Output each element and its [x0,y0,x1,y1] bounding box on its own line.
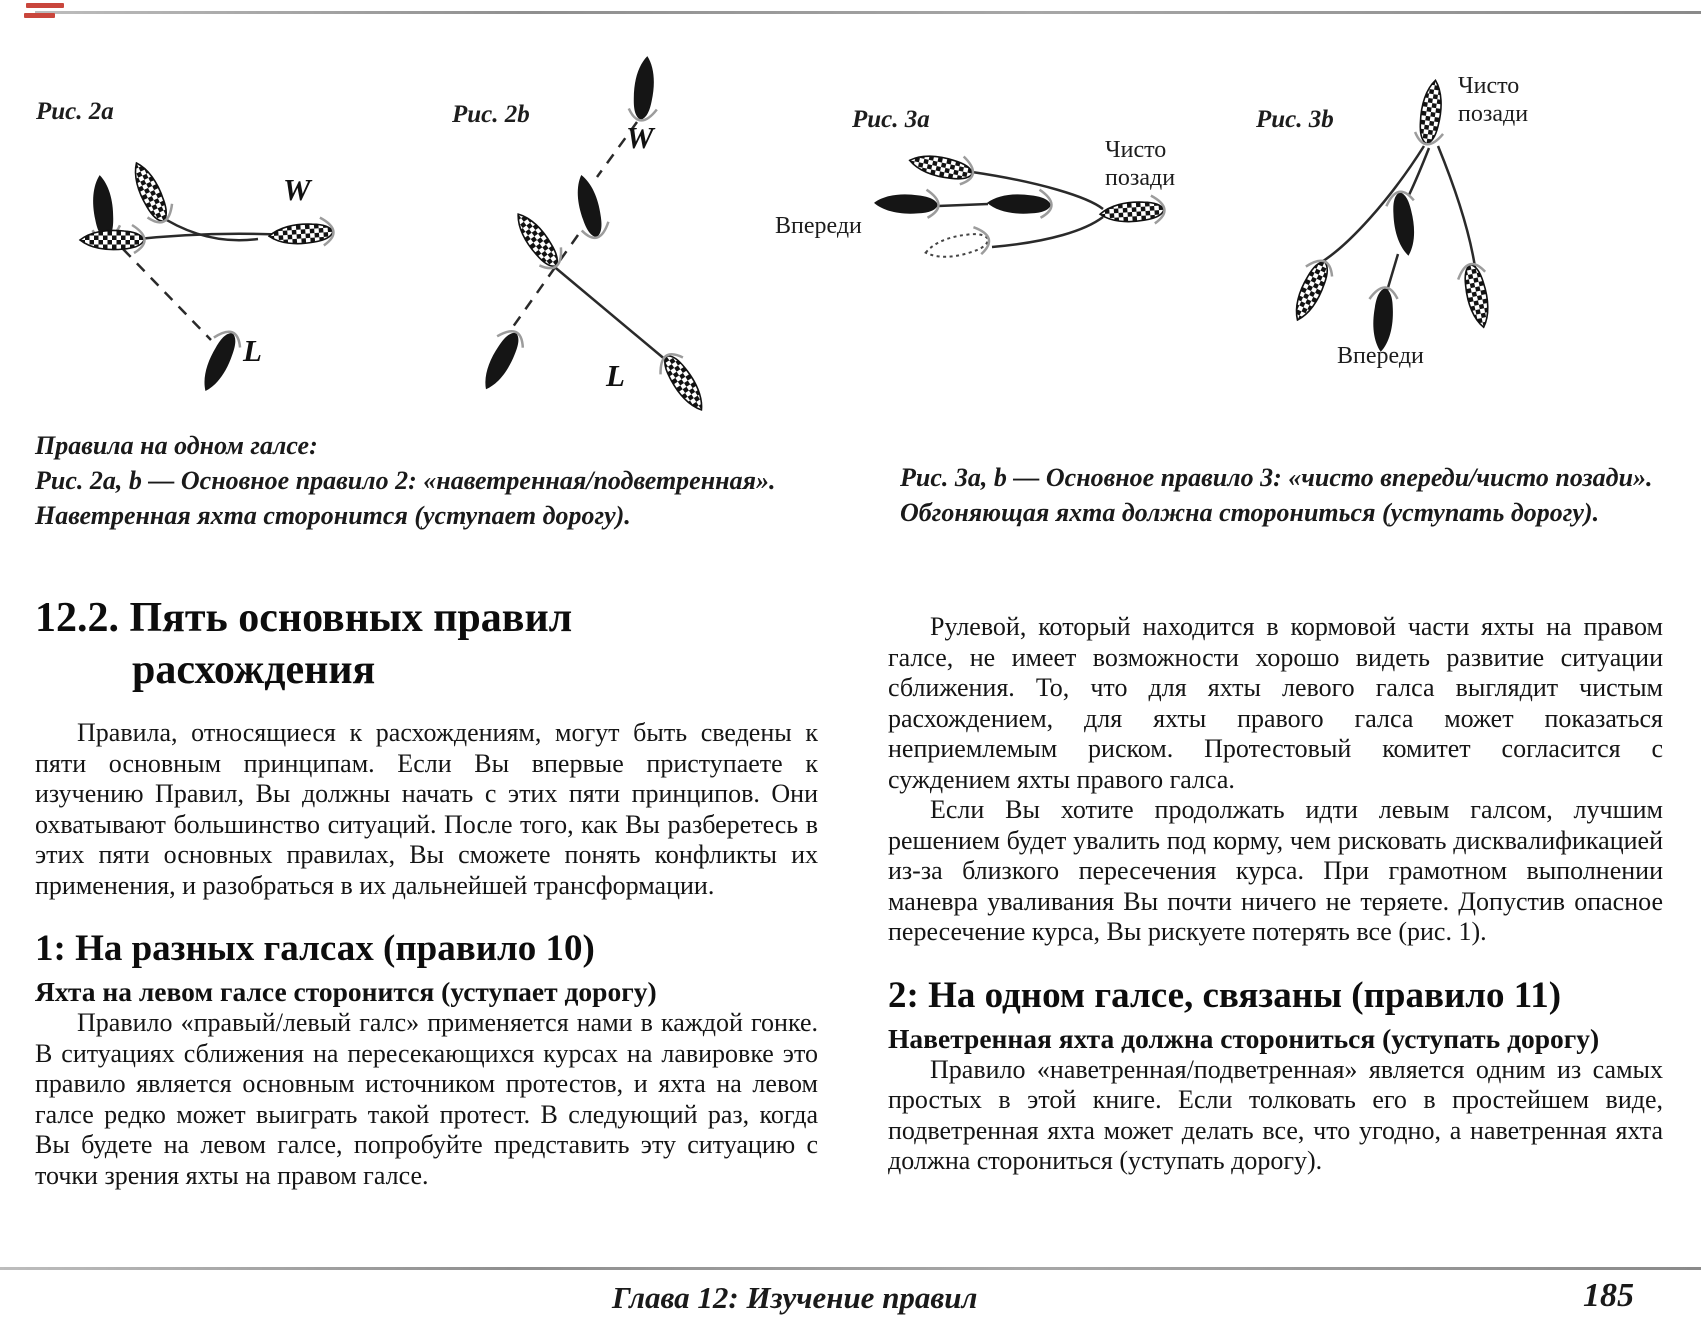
fig3b-mid-curve-lower [1385,253,1400,292]
figures-canvas [79,55,1494,416]
fig3a-label: Рис. 3a [852,106,930,133]
fig3a-boat-solid-left [873,188,941,220]
fig2b-boat-windward [626,55,659,124]
fig2a-windward-label: W [283,172,311,207]
fig3a-boat-checkered-top [906,150,978,188]
caption-fig3-line1: Рис. 3a, b — Основное правило 3: «чисто … [900,463,1653,492]
fig3a-boat-ghost [922,223,993,264]
fig3a-upper-curve [971,170,1104,210]
fig2a-boat-checkered-top [126,158,179,229]
footer-page-number: 185 [1583,1277,1634,1314]
fig3a-diagram [873,150,1167,264]
fig3a-ahead-label: Впереди [775,213,862,239]
fig2a-course-line [127,232,288,242]
helmsman-paragraph: Рулевой, который находится в кормовой ча… [888,612,1663,794]
fig3b-label: Рис. 3b [1256,106,1334,133]
red-mark [24,13,55,18]
fig3b-right-curve [1436,145,1477,268]
fig2b-leeward-label: L [606,358,625,393]
red-mark [26,3,64,8]
fig3b-ahead-label: Впереди [1337,343,1424,369]
footer-divider [0,1267,1701,1270]
fig2b-windward-label: W [626,120,654,155]
footer-chapter-title: Глава 12: Изучение правил [612,1280,978,1315]
caption-fig2: Правила на одном галсе: Рис. 2a, b — Осн… [35,428,805,533]
fig3b-boat-checkered-left [1287,253,1338,325]
fig2b-boat-checkered-mid [509,207,570,276]
rule11-paragraph: Правило «наветренная/подветренная» являе… [888,1054,1663,1176]
fig2b-diagram [477,55,711,416]
rule11-lead: Наветренная яхта должна сторониться (уст… [888,1022,1600,1054]
right-column: Рулевой, который находится в кормовой ча… [888,612,1663,1177]
fig3a-link-line [937,202,989,208]
fig2b-boat-solid-mid [571,172,613,242]
top-divider [35,11,1701,14]
rule10-heading: 1: На разных галсах (правило 10) [35,928,595,969]
fig3b-clear-astern-label: Чисто позади [1458,73,1529,127]
rule10-paragraph: Правило «правый/левый галс» применяется … [35,1008,818,1190]
fig3a-lower-curve [991,216,1104,249]
fig2a-dashed-course [122,248,212,341]
rule10-lead: Яхта на левом галсе сторонится (уступает… [35,976,657,1007]
left-column: 12.2. Пять основных правил расхождения П… [35,592,818,1191]
rule11-heading: 2: На одном галсе, связаны (правило 11) [888,974,1562,1016]
caption-fig2-line1: Правила на одном галсе: [35,431,318,460]
caption-fig2-line3: Наветренная яхта сторонится (уступает до… [35,501,631,530]
fig2b-solid-course [550,263,668,362]
fig2b-boat-solid-bottom [477,323,529,394]
fig3b-diagram [1287,78,1494,353]
fig3a-clear-astern-label: Чисто позади [1105,137,1176,191]
fig2a-boat-leeward [196,324,246,396]
fig2a-diagram [79,158,336,396]
intro-paragraph: Правила, относящиеся к расхождениям, мог… [35,718,818,900]
fig2b-boat-leeward [652,347,711,416]
fig2b-label: Рис. 2b [452,101,530,128]
caption-fig3-line2: Обгоняющая яхта должна сторониться (усту… [900,498,1600,527]
fig3b-boat-checkered-right [1454,260,1494,331]
fig2a-leeward-label: L [243,333,262,368]
section-heading-line2: расхождения [132,647,376,693]
port-tack-paragraph: Если Вы хотите продолжать идти левым гал… [888,795,1663,946]
fig3b-boat-clear-astern [1412,78,1446,148]
fig3a-boat-clear-astern [1098,193,1167,225]
fig3b-boat-solid-mid [1383,188,1418,258]
section-heading: 12.2. Пять основных правил расхождения [35,592,818,696]
caption-fig2-line2: Рис. 2a, b — Основное правило 2: «наветр… [35,466,776,495]
fig2a-boat-windward [267,215,336,247]
caption-fig3: Рис. 3a, b — Основное правило 3: «чисто … [900,460,1675,530]
section-heading-line1: 12.2. Пять основных правил [35,595,573,641]
fig3b-mid-curve-upper [1407,147,1431,196]
fig3b-left-curve [1319,145,1426,265]
fig2a-label: Рис. 2a [36,98,114,125]
fig3a-boat-solid-right [986,188,1054,220]
